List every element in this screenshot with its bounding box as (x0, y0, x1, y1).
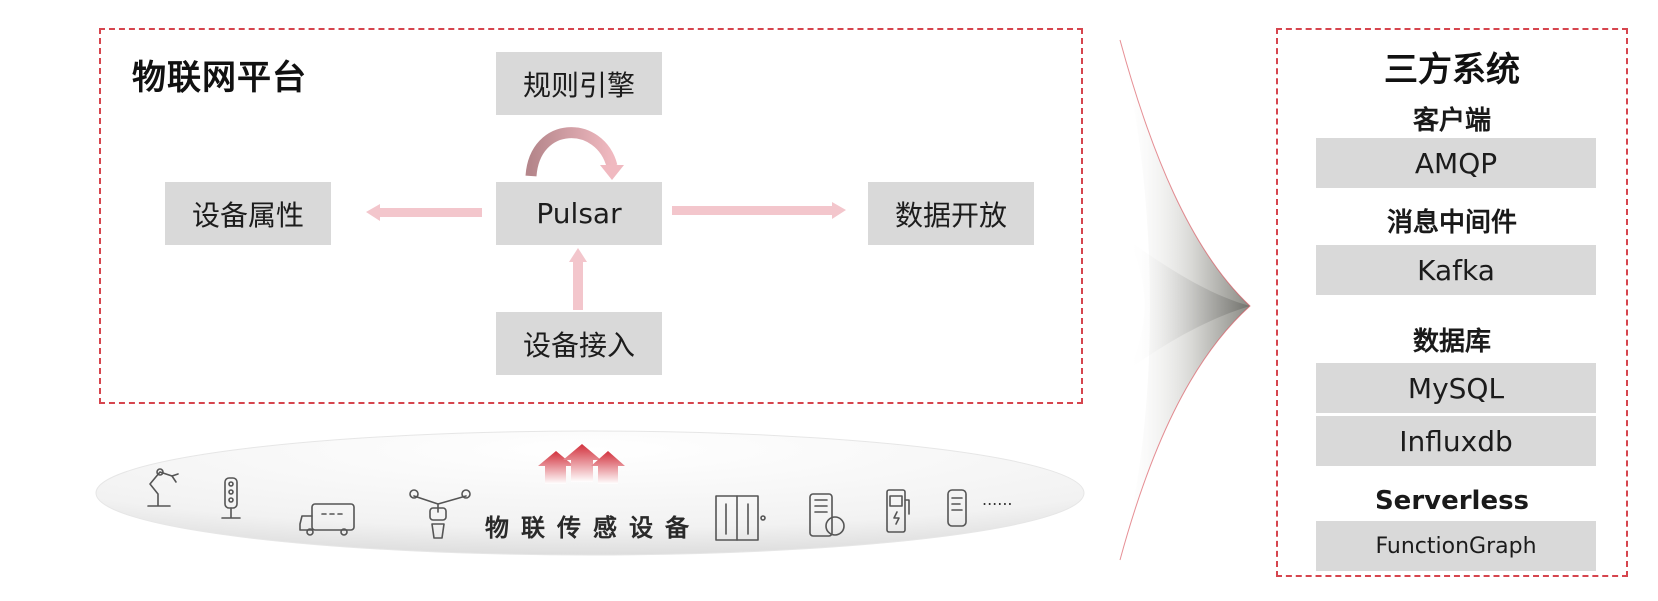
smart-lock-icon (947, 489, 967, 527)
charging-pile-icon (886, 489, 910, 533)
smart-meter-icon (809, 493, 845, 537)
loop-arrow-head (600, 165, 624, 180)
arrow-right-shaft (672, 206, 832, 215)
platform-title: 物联网平台 (132, 58, 307, 98)
loop-arrow (525, 127, 618, 177)
funnel-edge (1119, 39, 1251, 561)
item-amqp: AMQP (1316, 138, 1596, 188)
rules-engine-node: 规则引擎 (496, 52, 662, 115)
third-party-title: 三方系统 (1384, 50, 1520, 90)
item-influxdb: Influxdb (1316, 416, 1596, 466)
item-kafka: Kafka (1316, 245, 1596, 295)
elevator-icon (715, 495, 766, 541)
sensor-devices-label: 物联传感设备 (485, 514, 701, 542)
sensor-platform-ellipse (95, 430, 1085, 556)
arrow-up-shaft (573, 262, 583, 310)
section-label-serverless: Serverless (1374, 486, 1530, 516)
section-label-client: 客户端 (1412, 106, 1491, 136)
arrow-left-head (366, 204, 380, 221)
device-properties-node: 设备属性 (165, 182, 331, 245)
arrow-right-head (832, 202, 846, 219)
more-devices-ellipsis: ...... (982, 490, 1013, 509)
third-party-box (1276, 28, 1628, 577)
funnel-inner (1128, 240, 1250, 370)
delivery-truck-icon (299, 503, 355, 536)
data-open-node: 数据开放 (868, 182, 1034, 245)
section-label-middleware: 消息中间件 (1386, 208, 1517, 238)
item-functiongraph: FunctionGraph (1316, 521, 1596, 571)
up-arrows-icon (538, 444, 625, 484)
robot-arm-icon (147, 468, 179, 507)
drone-icon (409, 489, 471, 539)
traffic-light-icon (221, 477, 241, 519)
arrow-up-head (569, 248, 587, 262)
arrow-left-shaft (378, 208, 482, 217)
item-mysql: MySQL (1316, 363, 1596, 413)
section-label-database: 数据库 (1412, 327, 1491, 357)
pulsar-node: Pulsar (496, 182, 662, 245)
device-access-node: 设备接入 (496, 312, 662, 375)
iot-platform-box (99, 28, 1083, 404)
